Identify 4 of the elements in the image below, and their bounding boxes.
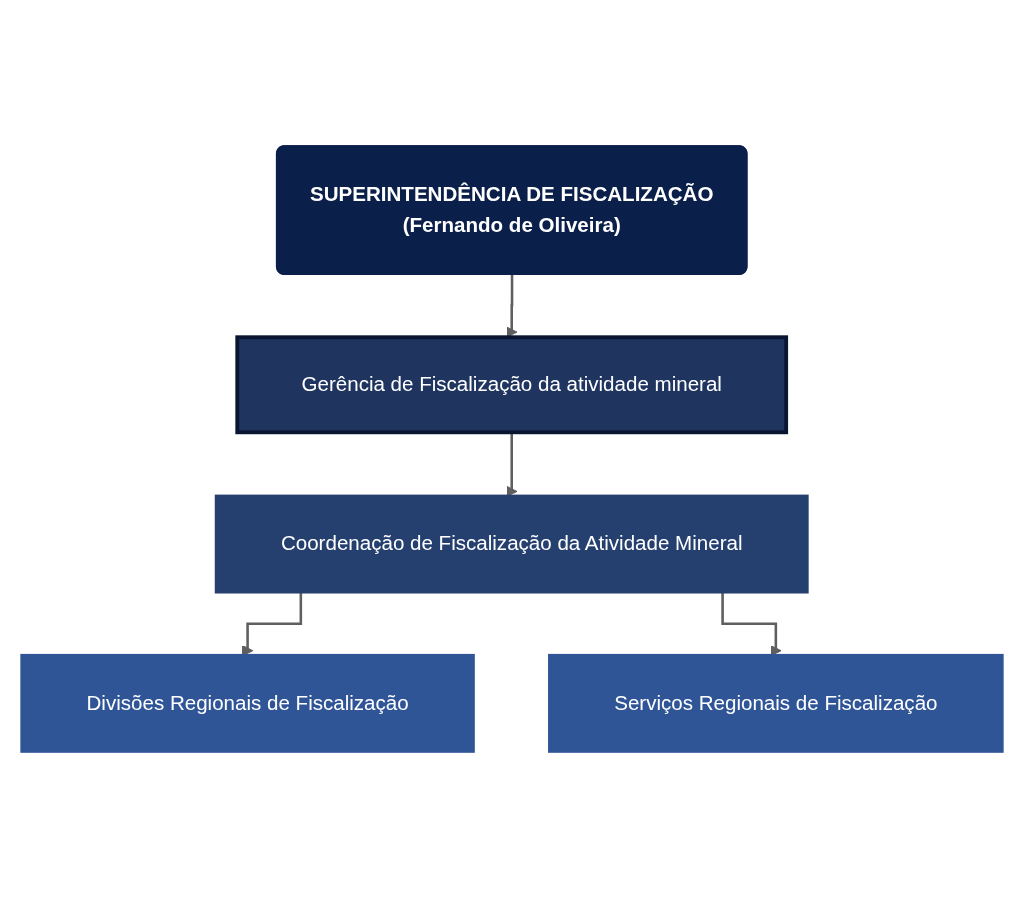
node-box: Coordenação de Fiscalização da Atividade Mineral: [214, 494, 809, 594]
node-box: Gerência de Fiscalização da atividade mineral: [235, 335, 789, 435]
node-box: Divisões Regionais de Fiscalização: [20, 653, 475, 753]
node-box: Serviços Regionais de Fiscalização: [548, 653, 1004, 753]
